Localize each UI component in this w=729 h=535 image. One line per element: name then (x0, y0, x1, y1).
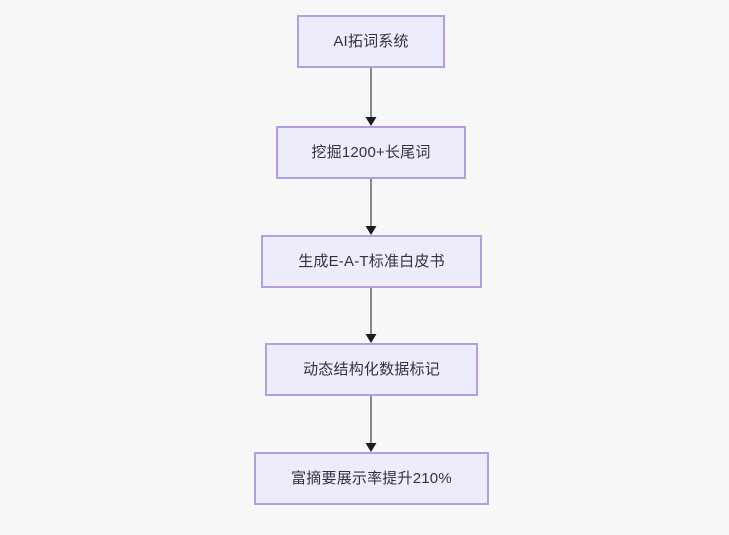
edge-node2-node3 (359, 179, 383, 235)
edge-node4-node5 (359, 396, 383, 452)
flow-node-rich-snippet-rate-increase[interactable]: 富摘要展示率提升210% (254, 452, 489, 505)
flow-node-label: 挖掘1200+长尾词 (311, 144, 431, 161)
flow-node-label: 生成E-A-T标准白皮书 (298, 253, 445, 270)
flow-node-mine-longtail-keywords[interactable]: 挖掘1200+长尾词 (276, 126, 466, 179)
flow-node-label: 动态结构化数据标记 (303, 361, 440, 378)
flow-node-dynamic-structured-data-markup[interactable]: 动态结构化数据标记 (265, 343, 478, 396)
flow-node-generate-eat-whitepaper[interactable]: 生成E-A-T标准白皮书 (261, 235, 482, 288)
edge-node1-node2 (359, 68, 383, 126)
flow-node-label: 富摘要展示率提升210% (291, 470, 452, 487)
flow-node-label: AI拓词系统 (333, 33, 409, 50)
flow-node-ai-keyword-system[interactable]: AI拓词系统 (297, 15, 445, 68)
edge-node3-node4 (359, 288, 383, 343)
